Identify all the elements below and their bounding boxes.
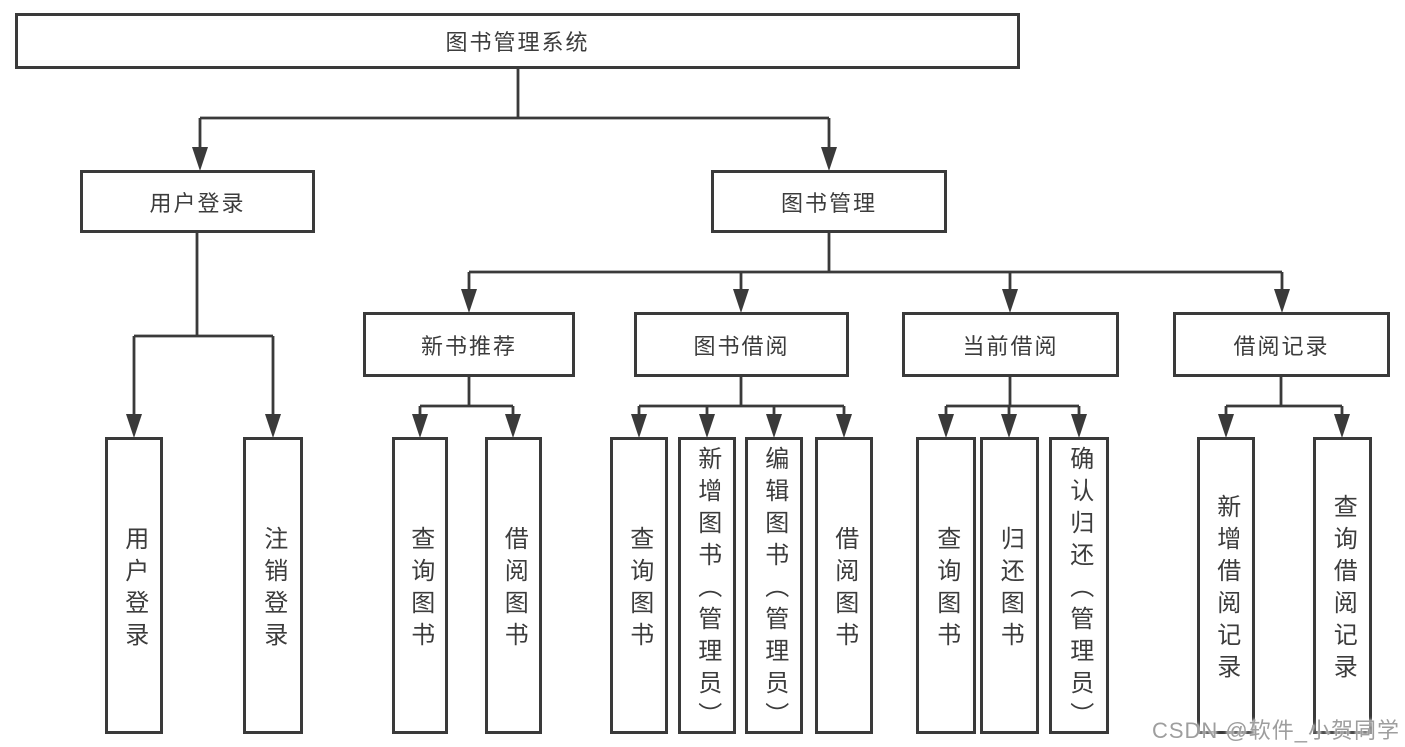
- node-label: 图书管理系统: [445, 30, 590, 55]
- connector-current-borrowing: [938, 377, 1087, 438]
- node-logout: 注销登录: [243, 437, 303, 734]
- connector-book-borrowing: [631, 377, 852, 438]
- csdn-watermark: CSDN @软件_小贺同学: [1151, 718, 1400, 743]
- node-book-borrowing: 图书借阅: [634, 312, 849, 377]
- node-query-borrow-record: 查询借阅记录: [1313, 437, 1372, 734]
- node-user-login: 用户登录: [105, 437, 163, 734]
- node-label: 图书管理: [780, 190, 877, 216]
- node-return-books: 归还图书: [980, 437, 1039, 734]
- node-edit-books-admin: 编辑图书（管理员）: [745, 437, 803, 734]
- node-label: 借阅记录: [1233, 333, 1330, 359]
- node-label: 新增图书（管理员）: [693, 445, 721, 734]
- node-query-books-recommend: 查询图书: [392, 437, 448, 734]
- node-borrow-books-borrowing: 借阅图书: [815, 437, 873, 734]
- node-label: 新书推荐: [420, 333, 517, 359]
- node-current-borrowing: 当前借阅: [902, 312, 1119, 377]
- node-label: 用户登录: [120, 525, 148, 654]
- connector-borrowing-records: [1218, 377, 1350, 438]
- node-book-management-branch: 图书管理: [711, 170, 947, 233]
- node-query-books-borrowing: 查询图书: [610, 437, 668, 734]
- node-label: 查询图书: [932, 525, 960, 654]
- node-confirm-return-admin: 确认归还（管理员）: [1049, 437, 1109, 734]
- node-label: 编辑图书（管理员）: [760, 445, 788, 734]
- node-borrowing-records: 借阅记录: [1173, 312, 1390, 377]
- node-label: 查询图书: [406, 525, 434, 654]
- node-label: 借阅图书: [830, 525, 858, 654]
- node-label: 确认归还（管理员）: [1065, 445, 1093, 734]
- node-label: 注销登录: [259, 525, 287, 654]
- node-label: 查询图书: [625, 525, 653, 654]
- node-label: 图书借阅: [693, 333, 790, 359]
- node-new-book-recommendation: 新书推荐: [363, 312, 575, 377]
- node-label: 当前借阅: [962, 333, 1059, 359]
- connector-new-book-recommendation: [412, 377, 521, 438]
- connector-root-to-branches: [192, 69, 837, 171]
- node-query-books-current: 查询图书: [916, 437, 976, 734]
- node-borrow-books-recommend: 借阅图书: [485, 437, 542, 734]
- node-user-login-branch: 用户登录: [80, 170, 315, 233]
- connector-user-login-branch: [126, 233, 281, 438]
- node-label: 用户登录: [149, 190, 246, 216]
- node-add-borrow-record: 新增借阅记录: [1197, 437, 1255, 734]
- node-label: 归还图书: [996, 525, 1024, 654]
- node-label: 借阅图书: [500, 525, 528, 654]
- node-book-management-system: 图书管理系统: [15, 13, 1020, 69]
- connector-book-management-branch: [461, 233, 1290, 313]
- node-label: 新增借阅记录: [1212, 493, 1240, 686]
- node-label: 查询借阅记录: [1329, 493, 1357, 686]
- node-add-books-admin: 新增图书（管理员）: [678, 437, 736, 734]
